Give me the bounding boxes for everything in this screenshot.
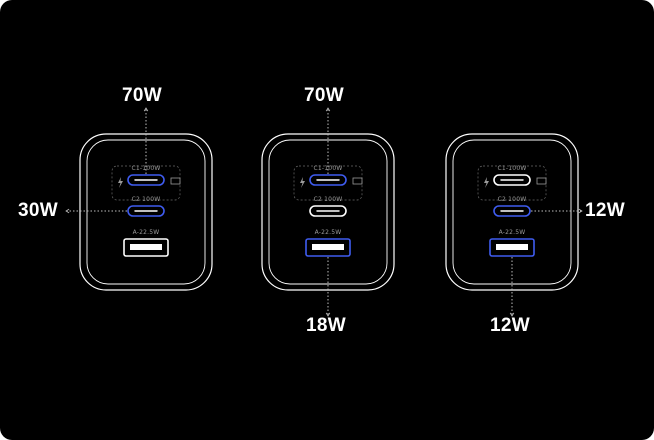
port-label-c1: C1-100W [313, 165, 343, 172]
laptop-icon [536, 177, 547, 185]
charger-2 [261, 107, 395, 317]
usb-a-tongue [312, 244, 344, 250]
output-c2-label: 12W [585, 200, 625, 221]
laptop-icon [170, 177, 181, 185]
lightning-icon [300, 177, 305, 188]
port-label-c1: C1-100W [131, 165, 161, 172]
usb-a-tongue [130, 244, 162, 250]
lightning-icon [118, 177, 123, 188]
port-label-c2: C2 100W [497, 196, 527, 203]
lightning-icon [484, 177, 489, 188]
charger-inner-outline [86, 139, 206, 285]
charger-inner-outline [452, 139, 572, 285]
charger-inner-outline [268, 139, 388, 285]
output-c1-label: 70W [122, 85, 162, 106]
charger-3 [445, 133, 583, 317]
usb-a-tongue [496, 244, 528, 250]
output-c1-label: 70W [304, 85, 344, 106]
output-a-label: 18W [306, 315, 346, 336]
port-label-c1: C1-100W [497, 165, 527, 172]
port-label-a: A-22.5W [132, 229, 160, 236]
output-c2-label: 30W [18, 200, 58, 221]
port-label-c2: C2 100W [313, 196, 343, 203]
charger-1 [65, 107, 213, 291]
output-a-label: 12W [490, 315, 530, 336]
port-label-a: A-22.5W [498, 229, 526, 236]
port-label-a: A-22.5W [314, 229, 342, 236]
laptop-icon [352, 177, 363, 185]
port-label-c2: C2 100W [131, 196, 161, 203]
